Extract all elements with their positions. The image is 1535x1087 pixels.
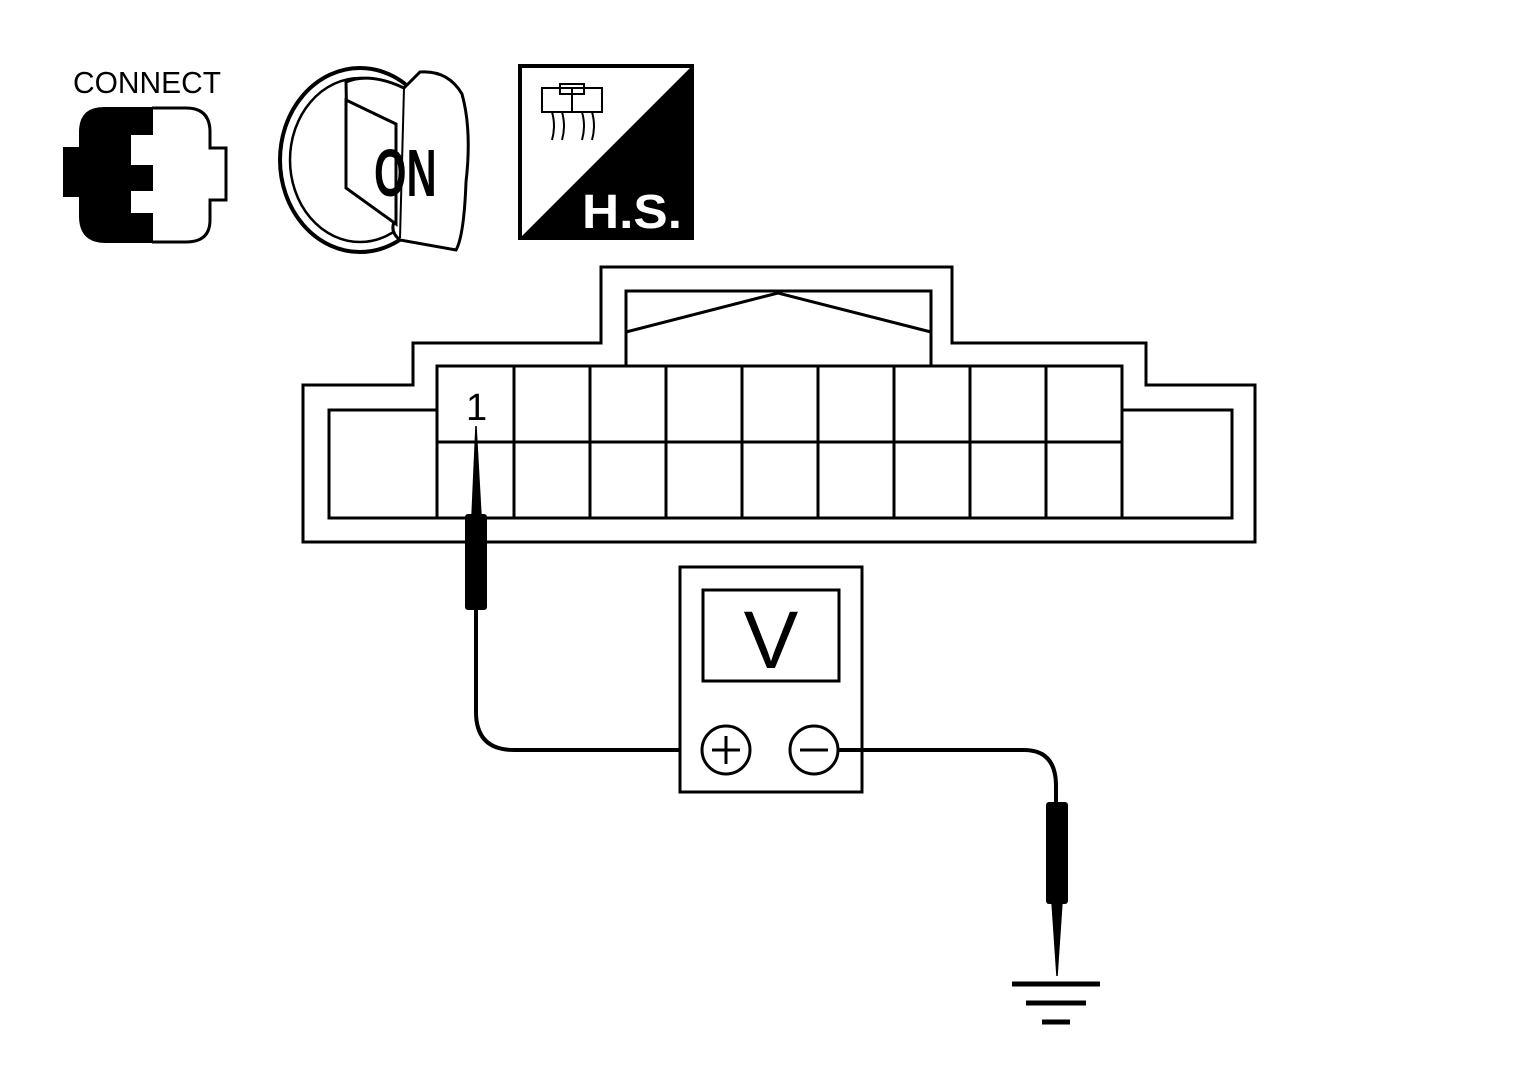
connect-label: CONNECT [73, 65, 221, 100]
negative-terminal [788, 724, 840, 776]
voltmeter: V [678, 565, 864, 794]
positive-terminal [700, 724, 752, 776]
negative-probe-tip [1051, 901, 1063, 977]
ground-symbol-icon [1012, 981, 1100, 1025]
harness-side-label: H.S. [582, 186, 682, 239]
terminal-1-label: 1 [466, 387, 487, 429]
voltmeter-display: V [744, 595, 799, 686]
positive-probe-handle [465, 514, 487, 610]
connector-lock-tab [625, 291, 932, 334]
positive-probe [465, 425, 697, 752]
positive-probe-tip [471, 425, 482, 517]
negative-probe-handle [1046, 802, 1068, 904]
connect-icon: CONNECT [63, 65, 228, 244]
harness-side-icon: H.S. [518, 64, 694, 240]
small-connector-icon [541, 83, 603, 141]
connector-male-half-icon [63, 107, 153, 243]
connector-female-half-icon [152, 106, 228, 244]
ignition-on-icon: ON [278, 66, 470, 254]
negative-probe [838, 748, 1068, 977]
terminal-grid [435, 364, 1124, 520]
connector-housing-outer [301, 265, 1257, 544]
connector-housing-inner [327, 289, 1234, 520]
harness-connector [301, 265, 1257, 544]
ignition-on-label: ON [374, 136, 437, 210]
positive-lead-wire [474, 610, 697, 752]
negative-lead-wire [838, 748, 1058, 806]
